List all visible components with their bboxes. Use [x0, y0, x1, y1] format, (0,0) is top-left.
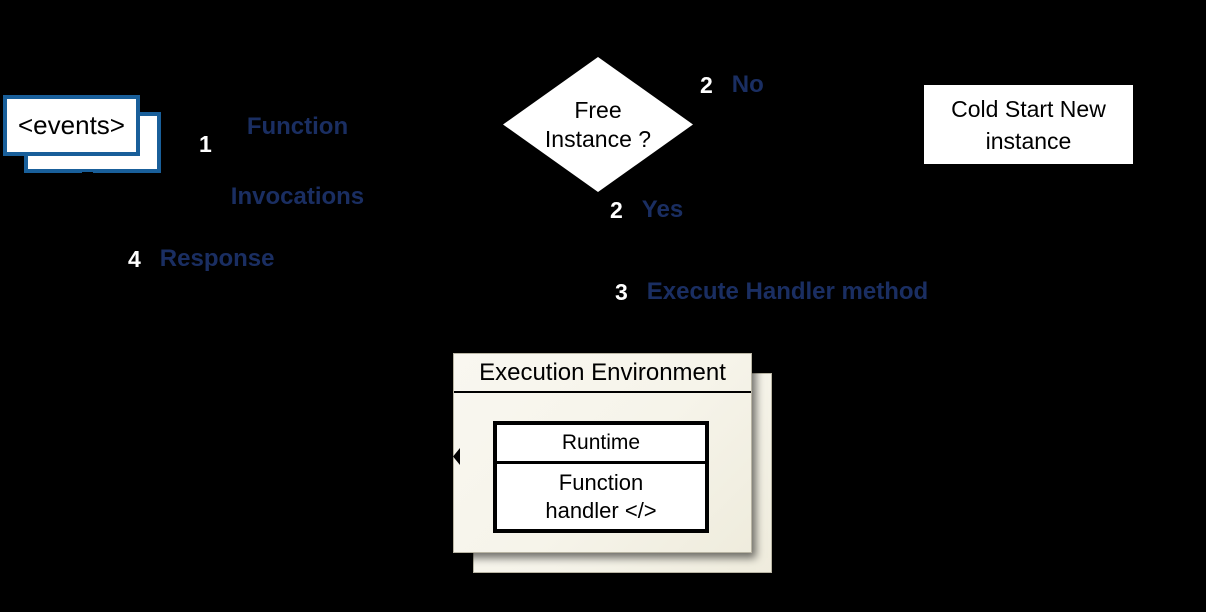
decision-line2: Instance ? — [544, 125, 652, 152]
arrow-artifact-events — [82, 172, 93, 185]
handler-line2: handler </> — [545, 497, 657, 523]
step1-text: Function Invocations — [231, 74, 364, 214]
runtime-row: Runtime — [497, 425, 705, 464]
arrow-artifact-panel — [453, 448, 460, 465]
step2-yes-label: 2 Yes — [610, 196, 683, 224]
events-label: <events> — [18, 110, 125, 140]
step1-text-line2: Invocations — [230, 183, 365, 210]
cold-start-box: Cold Start New instance — [924, 85, 1133, 164]
step1-label: 1 Function Invocations — [199, 74, 364, 214]
execution-environment-panel: Execution Environment Runtime Function h… — [453, 353, 752, 553]
step2-no-number: 2 — [700, 71, 713, 98]
runtime-handler-box: Runtime Function handler </> — [493, 421, 709, 533]
cold-start-line1: Cold Start New — [951, 95, 1106, 122]
handler-line1: Function — [558, 469, 644, 495]
step2-yes-number: 2 — [610, 196, 623, 223]
decision-diamond: Free Instance ? — [503, 57, 693, 192]
decision-line1: Free — [574, 96, 622, 123]
step4-number: 4 — [128, 245, 141, 272]
step3-label: 3 Execute Handler method — [615, 278, 928, 306]
step3-text: Execute Handler method — [646, 278, 929, 305]
step2-no-label: 2 No — [700, 71, 764, 99]
step4-label: 4 Response — [128, 245, 275, 273]
step1-number: 1 — [199, 130, 212, 157]
cold-start-line2: instance — [985, 127, 1072, 154]
execution-environment-title: Execution Environment — [479, 358, 726, 386]
step4-text: Response — [159, 245, 275, 272]
runtime-label: Runtime — [561, 431, 641, 454]
step2-yes-text: Yes — [641, 196, 684, 223]
step2-no-text: No — [731, 71, 764, 98]
execution-environment-title-bar: Execution Environment — [454, 354, 751, 393]
step3-number: 3 — [615, 278, 628, 305]
events-box: <events> — [3, 95, 140, 156]
function-handler-area: Function handler </> — [497, 464, 705, 529]
step1-text-line1: Function — [246, 113, 349, 140]
